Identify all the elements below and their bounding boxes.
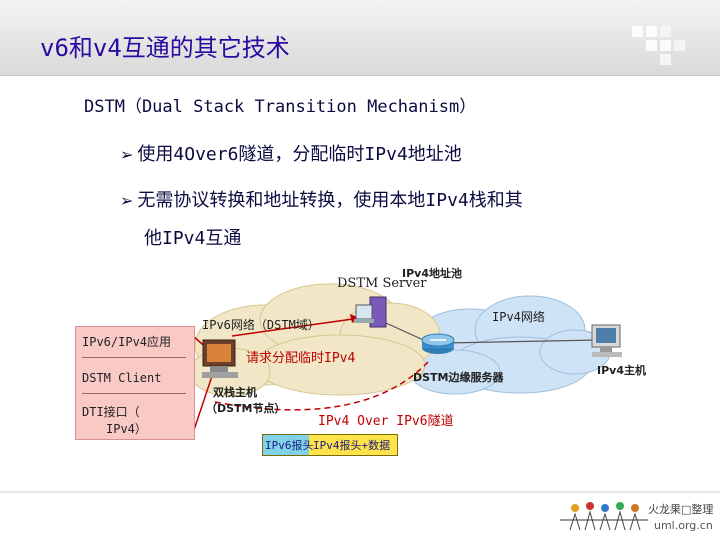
footer-logo-text: 火龙果□整理	[648, 503, 714, 516]
dual-stack-host-icon	[202, 339, 238, 378]
stack-divider	[82, 357, 186, 358]
request-arrow	[231, 317, 361, 337]
bullet-1: ➢使用4Over6隧道，分配临时IPv4地址池	[120, 140, 462, 166]
packet-header-strip: IPv6报头 IPv4报头+数据	[262, 434, 398, 456]
subtitle: DSTM（Dual Stack Transition Mechanism）	[84, 97, 477, 117]
ipv4-header-data-label: IPv4报头+数据	[313, 439, 391, 452]
bullet-2: ➢无需协议转换和地址转换，使用本地IPv4栈和其	[120, 186, 523, 212]
pool-label: IPv4地址池	[402, 267, 462, 280]
bullet-text-2: 无需协议转换和地址转换，使用本地IPv4栈和其	[137, 190, 523, 211]
stack-dti-row: DTI接口（	[82, 405, 140, 419]
footer: 火龙果□整理 uml.org.cn	[0, 495, 720, 540]
arrow-bullet-icon: ➢	[120, 145, 134, 164]
tunnel-path	[214, 361, 429, 411]
stack-client-row: DSTM Client	[82, 371, 162, 385]
bullet-2-continued: 他IPv4互通	[144, 228, 242, 249]
footer-logo-icon	[560, 502, 648, 531]
dstm-server-icon	[354, 296, 387, 328]
ipv6-header-block	[263, 435, 309, 455]
stack-app-row: IPv6/IPv4应用	[82, 335, 172, 349]
ipv4-network-label: IPv4网络	[492, 310, 545, 324]
bullet-text-1: 使用4Over6隧道，分配临时IPv4地址池	[137, 144, 462, 165]
border-server-label: DSTM边缘服务器	[413, 371, 504, 384]
slide-title: v6和v4互通的其它技术	[40, 34, 290, 62]
ipv4-host-icon	[591, 324, 622, 357]
dual-stack-host-label: 双栈主机	[213, 386, 257, 399]
border-router-icon	[421, 333, 455, 354]
server-label: DSTM Server	[337, 276, 427, 291]
ipv4-host-label: IPv4主机	[597, 364, 646, 377]
protocol-stack-box: IPv6/IPv4应用 DSTM Client DTI接口（ IPv4）	[75, 326, 195, 440]
arrow-bullet-icon: ➢	[120, 191, 134, 210]
footer-logo-url: uml.org.cn	[654, 519, 713, 532]
stack-divider	[82, 393, 186, 394]
request-label: 请求分配临时IPv4	[246, 351, 356, 366]
ipv6-header-label: IPv6报头	[265, 439, 314, 452]
stack-dti-row-2: IPv4）	[106, 422, 147, 436]
title-bar: v6和v4互通的其它技术	[0, 0, 720, 76]
ipv4-cloud	[409, 295, 611, 395]
ipv6-network-label: IPv6网络（DSTM域）	[202, 318, 320, 332]
grid-decoration	[632, 26, 692, 66]
tunnel-label: IPv4 Over IPv6隧道	[318, 414, 454, 429]
dual-stack-node-label: （DSTM节点）	[206, 402, 286, 415]
